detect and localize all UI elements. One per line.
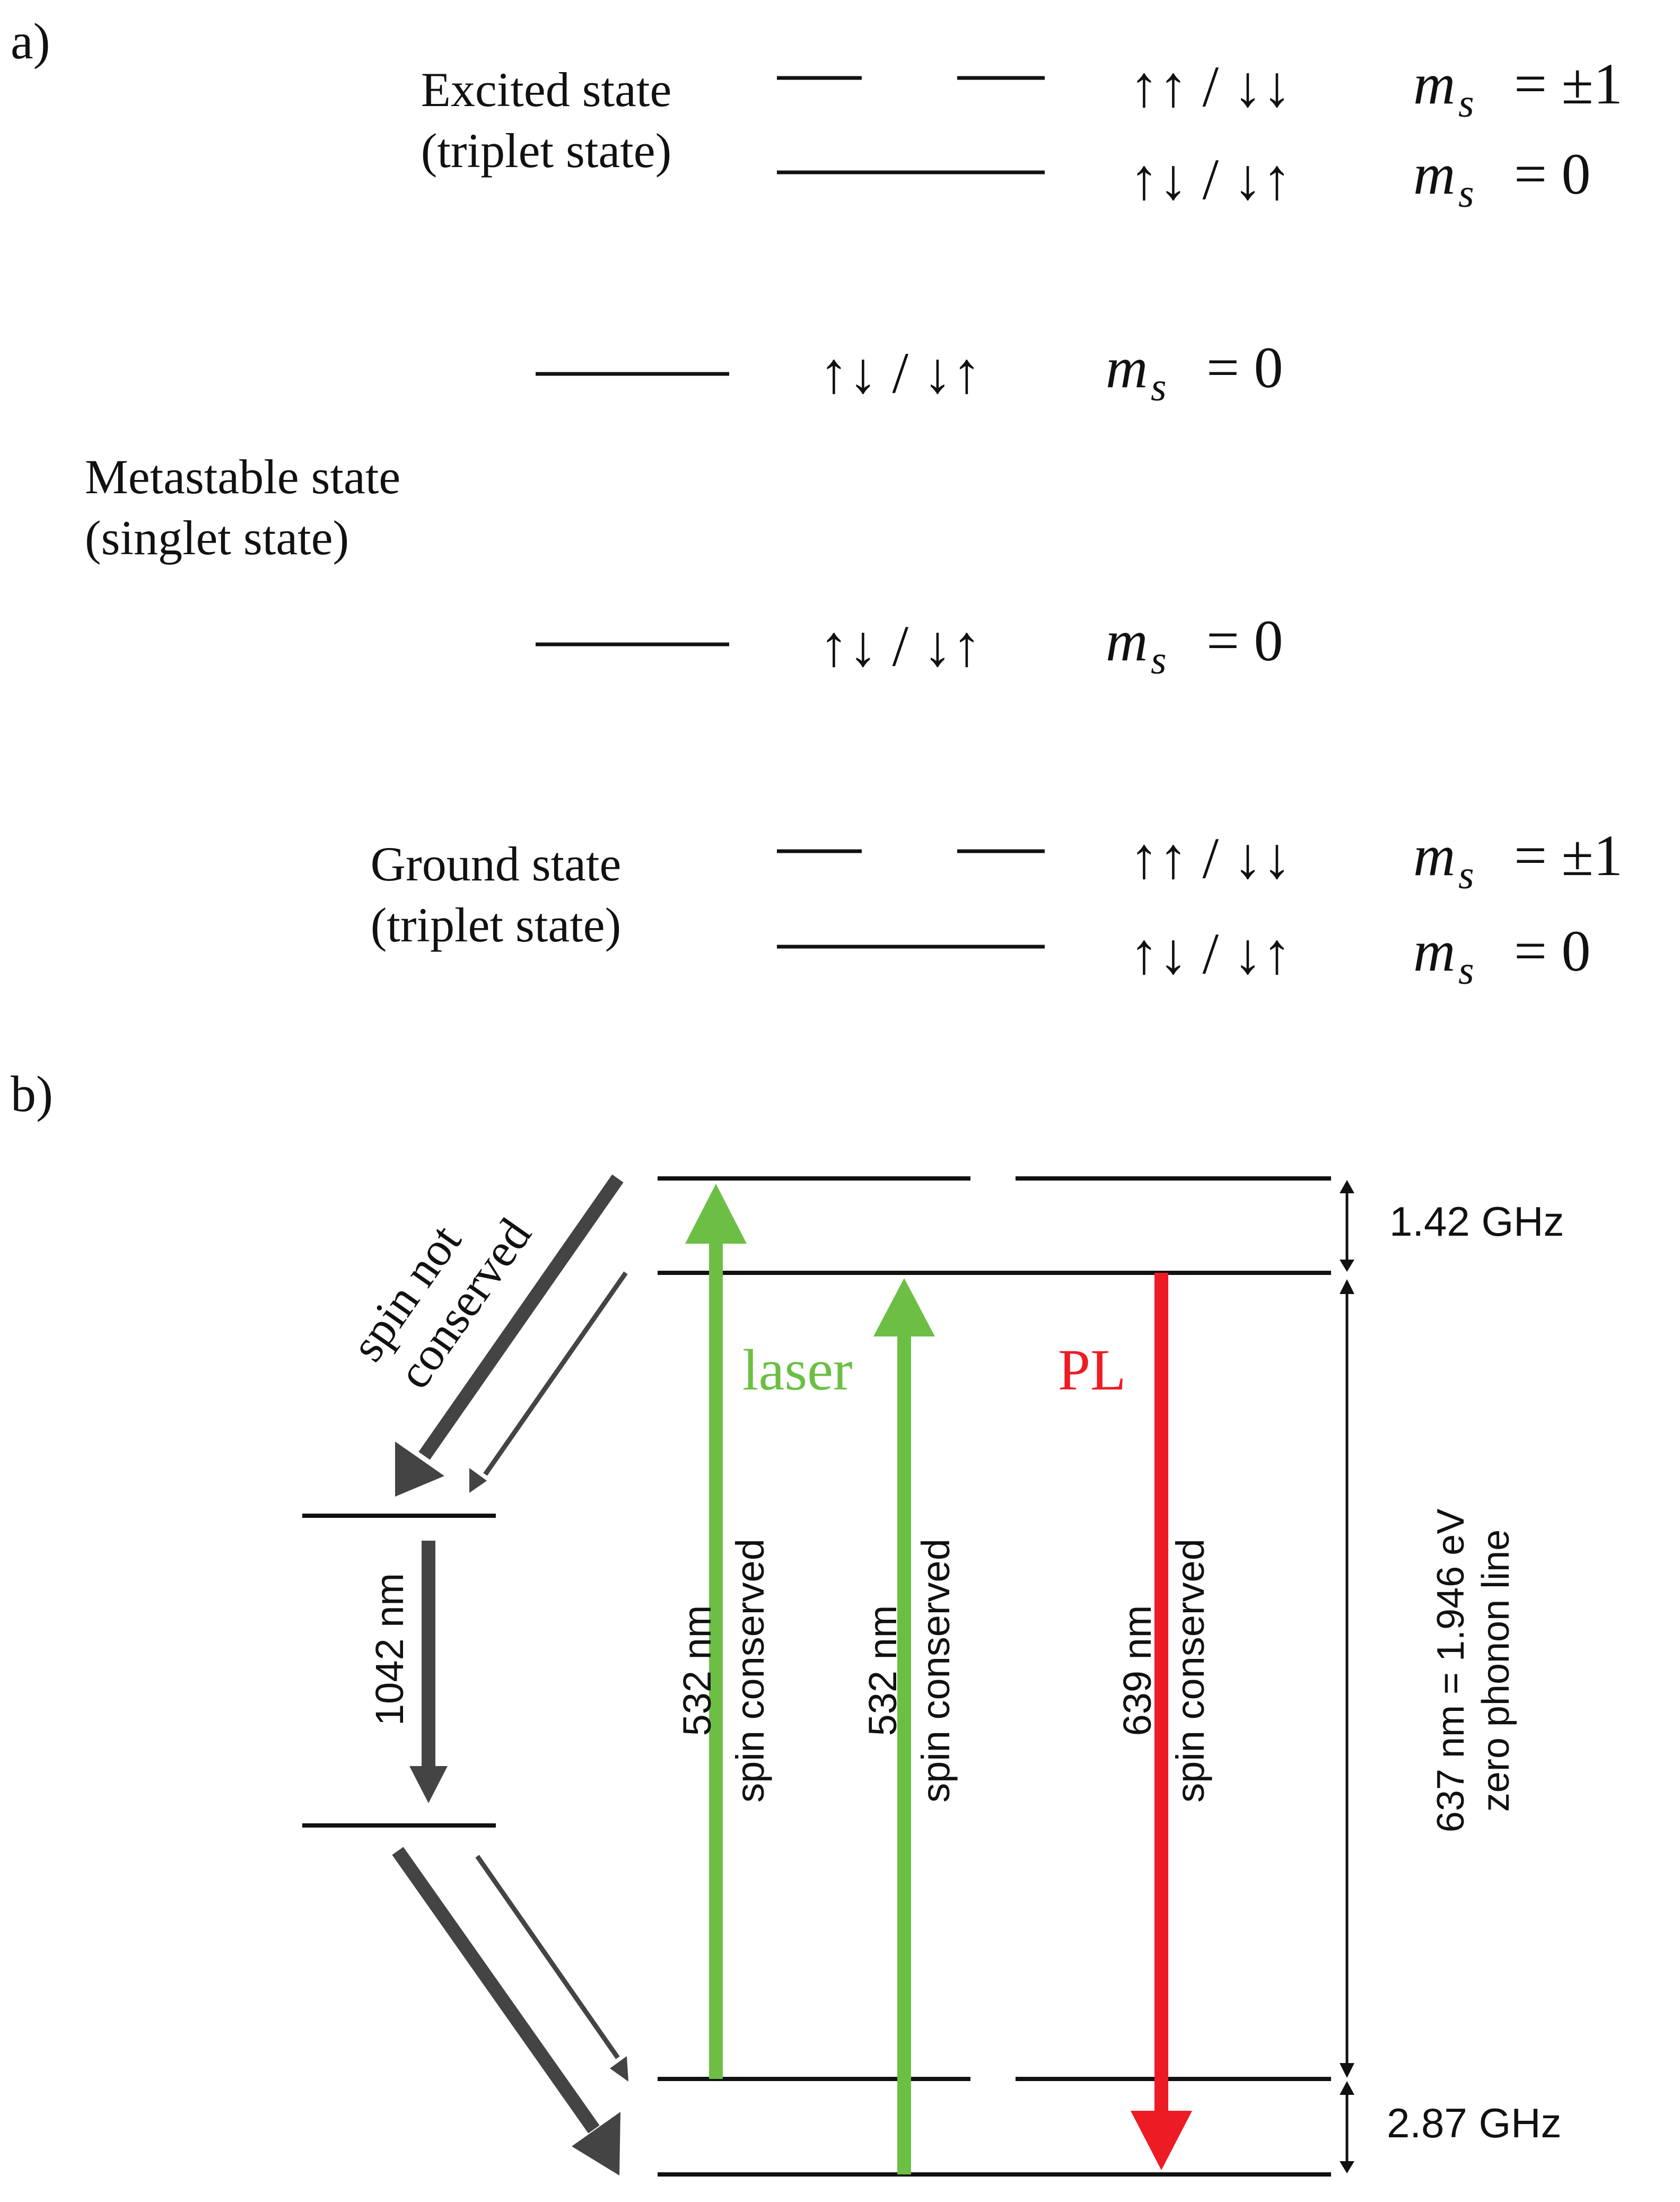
metastable-state-sublabel: (singlet state) — [85, 511, 349, 565]
svg-text:m: m — [1413, 919, 1455, 983]
arrow2-spin-label: spin conserved — [914, 1539, 958, 1803]
excited-state-label: Excited state — [421, 63, 672, 117]
svg-text:s: s — [1458, 81, 1474, 126]
svg-text:= ±1: = ±1 — [1514, 823, 1623, 888]
ground-state-sublabel: (triplet state) — [371, 898, 622, 952]
arrow1-wavelength-label: 532 nm — [675, 1605, 719, 1736]
arrow3-wavelength-label: 639 nm — [1115, 1605, 1159, 1736]
pl-arrow — [1131, 1273, 1192, 2170]
ground-spin-pm1-arrows: ↑↑ / ↓↓ — [1130, 826, 1292, 890]
ground-ms-pm1-label: m s = ±1 — [1413, 823, 1623, 897]
svg-text:= 0: = 0 — [1206, 608, 1283, 673]
laser-arrow-1 — [685, 1184, 747, 2079]
laser-label: laser — [742, 1338, 853, 1402]
svg-text:m: m — [1413, 823, 1455, 888]
metastable-lower-spin-arrows: ↑↓ / ↓↑ — [819, 614, 982, 678]
ir-1042-arrow — [409, 1541, 448, 1803]
panel-a-label: a) — [11, 13, 50, 69]
excited-spin-pm1-arrows: ↑↑ / ↓↓ — [1130, 54, 1292, 119]
svg-text:s: s — [1458, 853, 1474, 897]
metastable-state-label: Metastable state — [85, 450, 400, 504]
decay-thin-arrow — [475, 1855, 628, 2082]
ground-state-label: Ground state — [371, 837, 622, 891]
ground-ms-0-label: m s = 0 — [1413, 919, 1591, 993]
svg-text:s: s — [1151, 365, 1167, 409]
excited-splitting-indicator — [1340, 1180, 1354, 1272]
excited-spin-0-arrows: ↑↓ / ↓↑ — [1130, 147, 1292, 212]
excited-splitting-label: 1.42 GHz — [1389, 1198, 1564, 1245]
arrow3-spin-label: spin conserved — [1168, 1539, 1212, 1803]
svg-text:s: s — [1458, 171, 1474, 216]
ground-splitting-label: 2.87 GHz — [1387, 2100, 1561, 2146]
ground-splitting-indicator — [1340, 2081, 1354, 2173]
ground-spin-0-arrows: ↑↓ / ↓↑ — [1130, 921, 1292, 986]
arrow2-wavelength-label: 532 nm — [861, 1605, 905, 1736]
laser-arrow-2 — [873, 1278, 935, 2174]
isc-thin-arrow-down — [469, 1271, 628, 1493]
excited-ms-0-label: m s = 0 — [1413, 142, 1591, 216]
zpl-name-label: zero phonon line — [1475, 1530, 1517, 1812]
svg-text:= 0: = 0 — [1514, 919, 1591, 983]
excited-ms-pm1-label: m s = ±1 — [1413, 51, 1623, 126]
metastable-upper-spin-arrows: ↑↓ / ↓↑ — [819, 340, 982, 405]
svg-text:s: s — [1151, 638, 1167, 683]
svg-text:m: m — [1413, 51, 1455, 116]
isc-thick-arrow-down — [395, 1174, 624, 1497]
svg-text:m: m — [1106, 335, 1148, 400]
svg-text:= ±1: = ±1 — [1514, 51, 1623, 116]
svg-text:= 0: = 0 — [1514, 142, 1591, 206]
excited-state-sublabel: (triplet state) — [421, 124, 672, 178]
pl-label: PL — [1058, 1338, 1126, 1402]
decay-thick-arrow — [392, 1847, 620, 2175]
svg-text:= 0: = 0 — [1206, 335, 1283, 400]
zpl-energy-label: 637 nm = 1.946 eV — [1430, 1509, 1472, 1832]
zpl-indicator — [1340, 1279, 1354, 2078]
ir-1042-label: 1042 nm — [368, 1573, 412, 1726]
svg-text:m: m — [1106, 608, 1148, 673]
metastable-lower-ms-label: m s = 0 — [1106, 608, 1283, 683]
svg-text:s: s — [1458, 948, 1474, 993]
arrow1-spin-label: spin conserved — [728, 1539, 772, 1803]
svg-text:m: m — [1413, 142, 1455, 206]
panel-b-label: b) — [11, 1065, 53, 1122]
metastable-upper-ms-label: m s = 0 — [1106, 335, 1283, 409]
